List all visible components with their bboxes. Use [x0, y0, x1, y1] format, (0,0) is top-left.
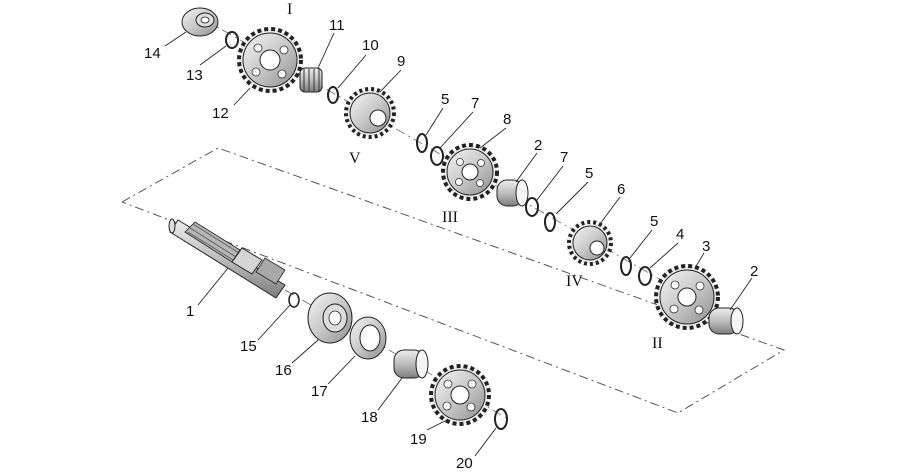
leader-lines [164, 31, 753, 457]
label-roman-V: V [349, 150, 361, 167]
part-5-circlip-c [620, 256, 632, 276]
label-part-5c: 5 [650, 213, 658, 230]
label-part-3: 3 [702, 238, 710, 255]
part-4-washer [638, 266, 652, 286]
label-part-14: 14 [144, 45, 161, 62]
part-15-ring [288, 292, 300, 308]
part-6-gear-IV [567, 220, 613, 266]
part-5-circlip-b [544, 212, 556, 232]
part-3-gear-II [654, 264, 720, 330]
part-12-gear-I [237, 27, 303, 93]
label-part-5b: 5 [585, 165, 593, 182]
part-9-gear-V [344, 87, 396, 139]
label-part-6: 6 [617, 181, 625, 198]
label-part-17: 17 [311, 383, 328, 400]
label-part-12: 12 [212, 105, 229, 122]
label-part-2a: 2 [534, 137, 542, 154]
part-11-needle-bearing [299, 67, 323, 93]
label-part-13: 13 [186, 67, 203, 84]
part-18-bushing [393, 349, 429, 379]
label-part-7b: 7 [560, 149, 568, 166]
assembly-outline [121, 147, 786, 414]
part-13-washer [225, 31, 239, 49]
label-part-19: 19 [410, 431, 427, 448]
label-part-18: 18 [361, 409, 378, 426]
part-2-bushing-b [708, 307, 744, 335]
part-7-washer-b [525, 197, 539, 217]
part-17-seal [349, 316, 387, 360]
label-part-16: 16 [275, 362, 292, 379]
part-19-gear [429, 364, 491, 426]
part-5-circlip-a [416, 133, 428, 153]
part-10-washer [327, 86, 339, 104]
label-part-9: 9 [397, 53, 405, 70]
label-part-11: 11 [329, 17, 345, 34]
label-part-8: 8 [503, 111, 511, 128]
label-part-15: 15 [240, 338, 257, 355]
part-7-washer-a [430, 146, 444, 166]
label-roman-I: I [287, 1, 292, 18]
label-part-5a: 5 [441, 91, 449, 108]
part-1-main-shaft [168, 218, 286, 299]
label-part-10: 10 [362, 37, 379, 54]
label-roman-II: II [652, 335, 663, 352]
label-part-4: 4 [676, 226, 684, 243]
part-8-gear-III [441, 143, 499, 201]
label-roman-IV: IV [566, 273, 583, 290]
label-part-20: 20 [456, 455, 473, 472]
label-part-1: 1 [186, 303, 194, 320]
label-part-2b: 2 [750, 263, 758, 280]
part-16-bearing [307, 292, 353, 344]
label-part-7a: 7 [471, 95, 479, 112]
part-14-bearing [181, 7, 219, 37]
part-20-circlip [494, 408, 508, 430]
part-2-bushing-a [496, 179, 529, 207]
label-roman-III: III [442, 209, 458, 226]
